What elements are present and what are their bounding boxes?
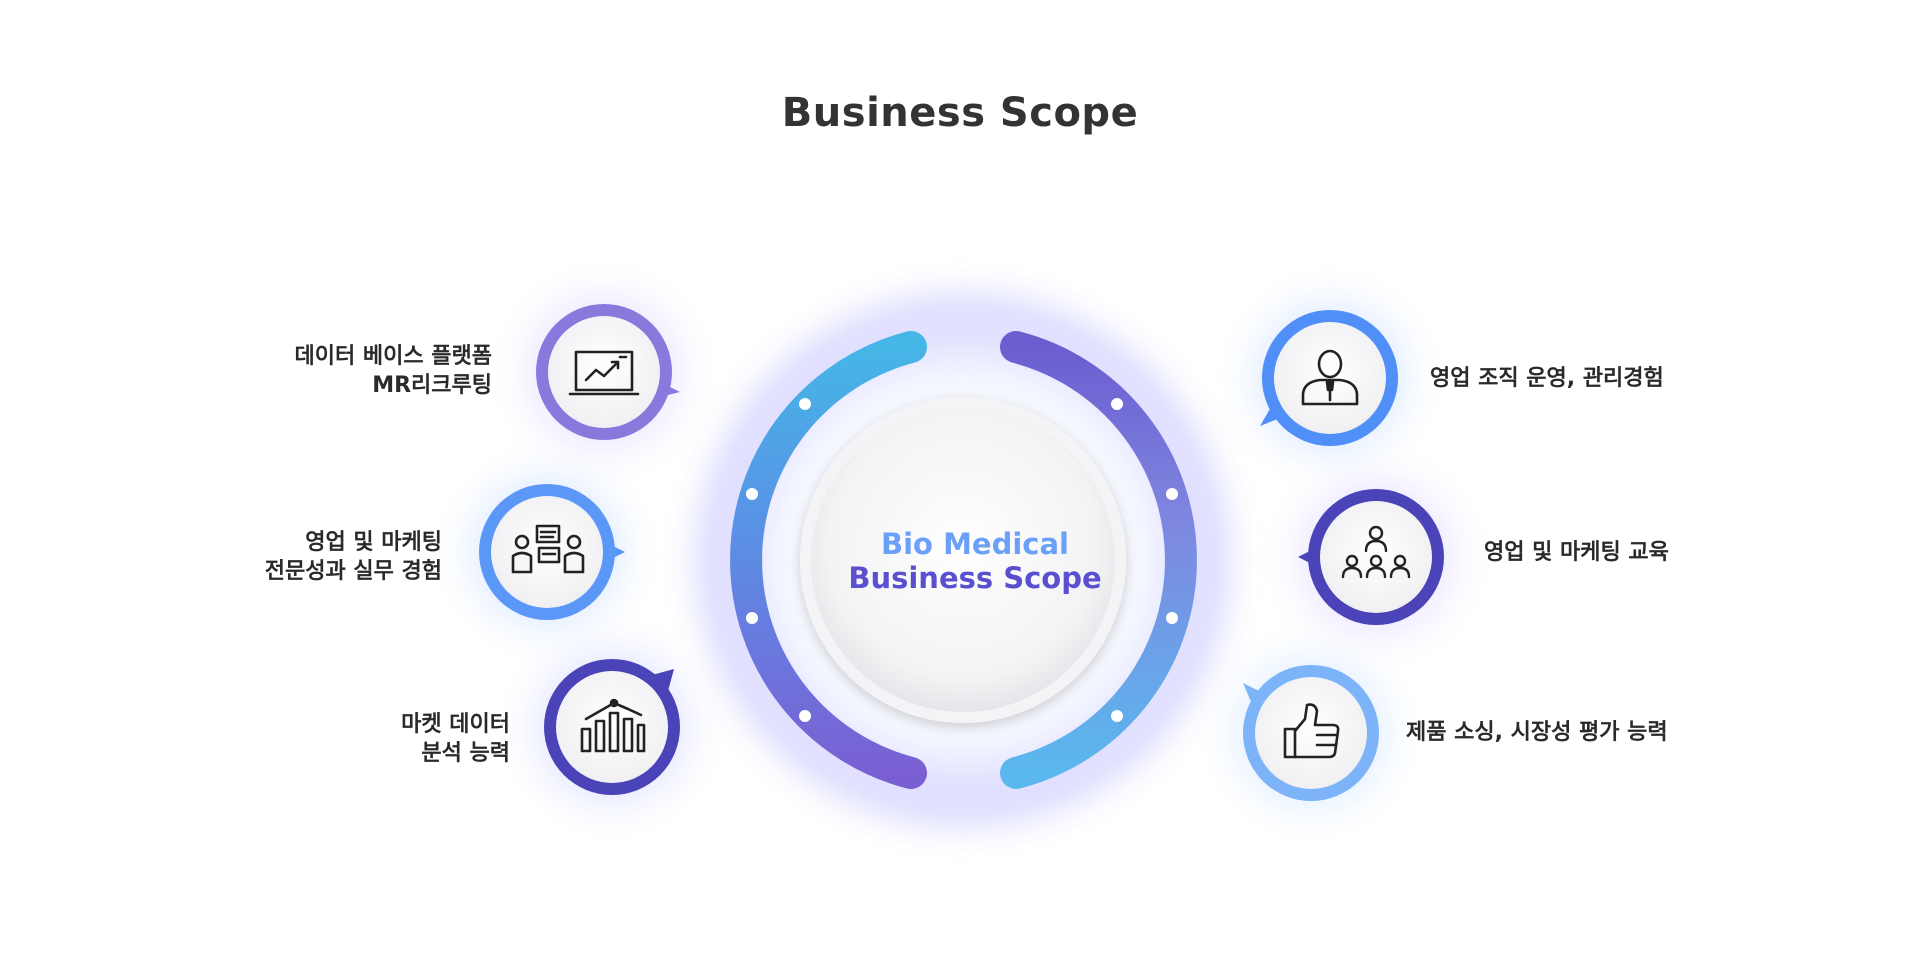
node-label-line: 마켓 데이터 <box>401 712 510 737</box>
node-label-sales-marketing-education: 영업 및 마케팅 교육 <box>1484 538 1669 567</box>
node-sales-marketing-expertise <box>469 474 625 630</box>
arc-dots <box>746 398 1178 722</box>
node-label-market-data-analysis: 마켓 데이터 분석 능력 <box>401 710 510 768</box>
node-label-line: MR리크루팅 <box>372 373 492 398</box>
thumbs-up-icon <box>1283 703 1340 759</box>
node-sales-marketing-education <box>1298 479 1454 635</box>
node-label-database-platform: 데이터 베이스 플랫폼 MR리크루팅 <box>295 342 492 400</box>
arc-dot <box>1166 612 1178 624</box>
node-database-platform <box>526 294 682 450</box>
node-label-line: 데이터 베이스 플랫폼 <box>294 344 492 369</box>
arc-dot <box>1111 710 1123 722</box>
node-market-data-analysis <box>534 649 690 805</box>
node-label-line: 영업 및 마케팅 교육 <box>1484 540 1669 565</box>
arc-dot <box>799 710 811 722</box>
meeting-people-icon <box>511 524 585 574</box>
node-label-line: 전문성과 실무 경험 <box>264 559 442 584</box>
node-label-line: 영업 조직 운영, 관리경험 <box>1430 366 1664 391</box>
page-title: Business Scope <box>781 90 1139 136</box>
center-title: Bio Medical Business Scope <box>815 527 1135 595</box>
arc-dot <box>1166 488 1178 500</box>
node-sales-organization <box>1252 300 1408 456</box>
node-label-product-sourcing: 제품 소싱, 시장성 평가 능력 <box>1406 718 1668 747</box>
center-title-line2: Business Scope <box>848 561 1102 595</box>
arc-dot <box>746 488 758 500</box>
node-product-sourcing <box>1233 655 1389 811</box>
left-arc <box>730 331 927 789</box>
arc-dot <box>799 398 811 410</box>
right-arc <box>1000 331 1197 789</box>
businessman-icon <box>1301 349 1359 406</box>
bar-chart-icon <box>580 698 646 753</box>
node-label-sales-organization: 영업 조직 운영, 관리경험 <box>1430 364 1664 393</box>
arc-glow <box>698 295 1228 825</box>
node-label-line: 분석 능력 <box>421 741 510 766</box>
node-label-sales-marketing-expertise: 영업 및 마케팅 전문성과 실무 경험 <box>265 528 442 586</box>
arc-dot <box>746 612 758 624</box>
center-circle <box>811 408 1115 712</box>
arc-dot <box>1111 398 1123 410</box>
chart-monitor-icon <box>568 350 640 396</box>
node-label-line: 제품 소싱, 시장성 평가 능력 <box>1406 720 1668 745</box>
group-education-icon <box>1341 525 1411 579</box>
node-label-line: 영업 및 마케팅 <box>305 530 442 555</box>
center-title-line1: Bio Medical <box>881 527 1069 561</box>
